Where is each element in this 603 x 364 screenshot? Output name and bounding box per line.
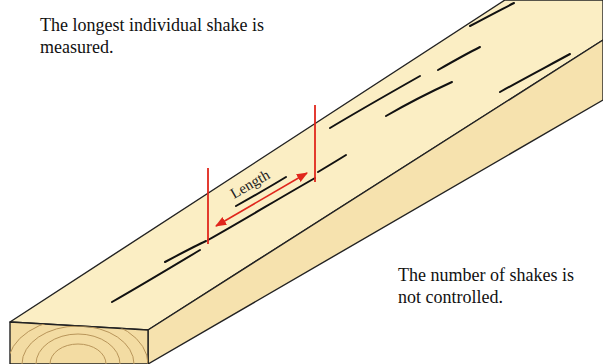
beam-top-face bbox=[10, 0, 603, 330]
length-dimension bbox=[208, 105, 315, 244]
growth-rings bbox=[8, 318, 148, 364]
shakes bbox=[112, 3, 570, 302]
note-text: The longest individual shake is measured… bbox=[40, 14, 272, 58]
note-text: The number of shakes is not controlled. bbox=[398, 264, 588, 308]
beam-end-face bbox=[10, 322, 148, 364]
beam-side-face bbox=[148, 40, 603, 364]
